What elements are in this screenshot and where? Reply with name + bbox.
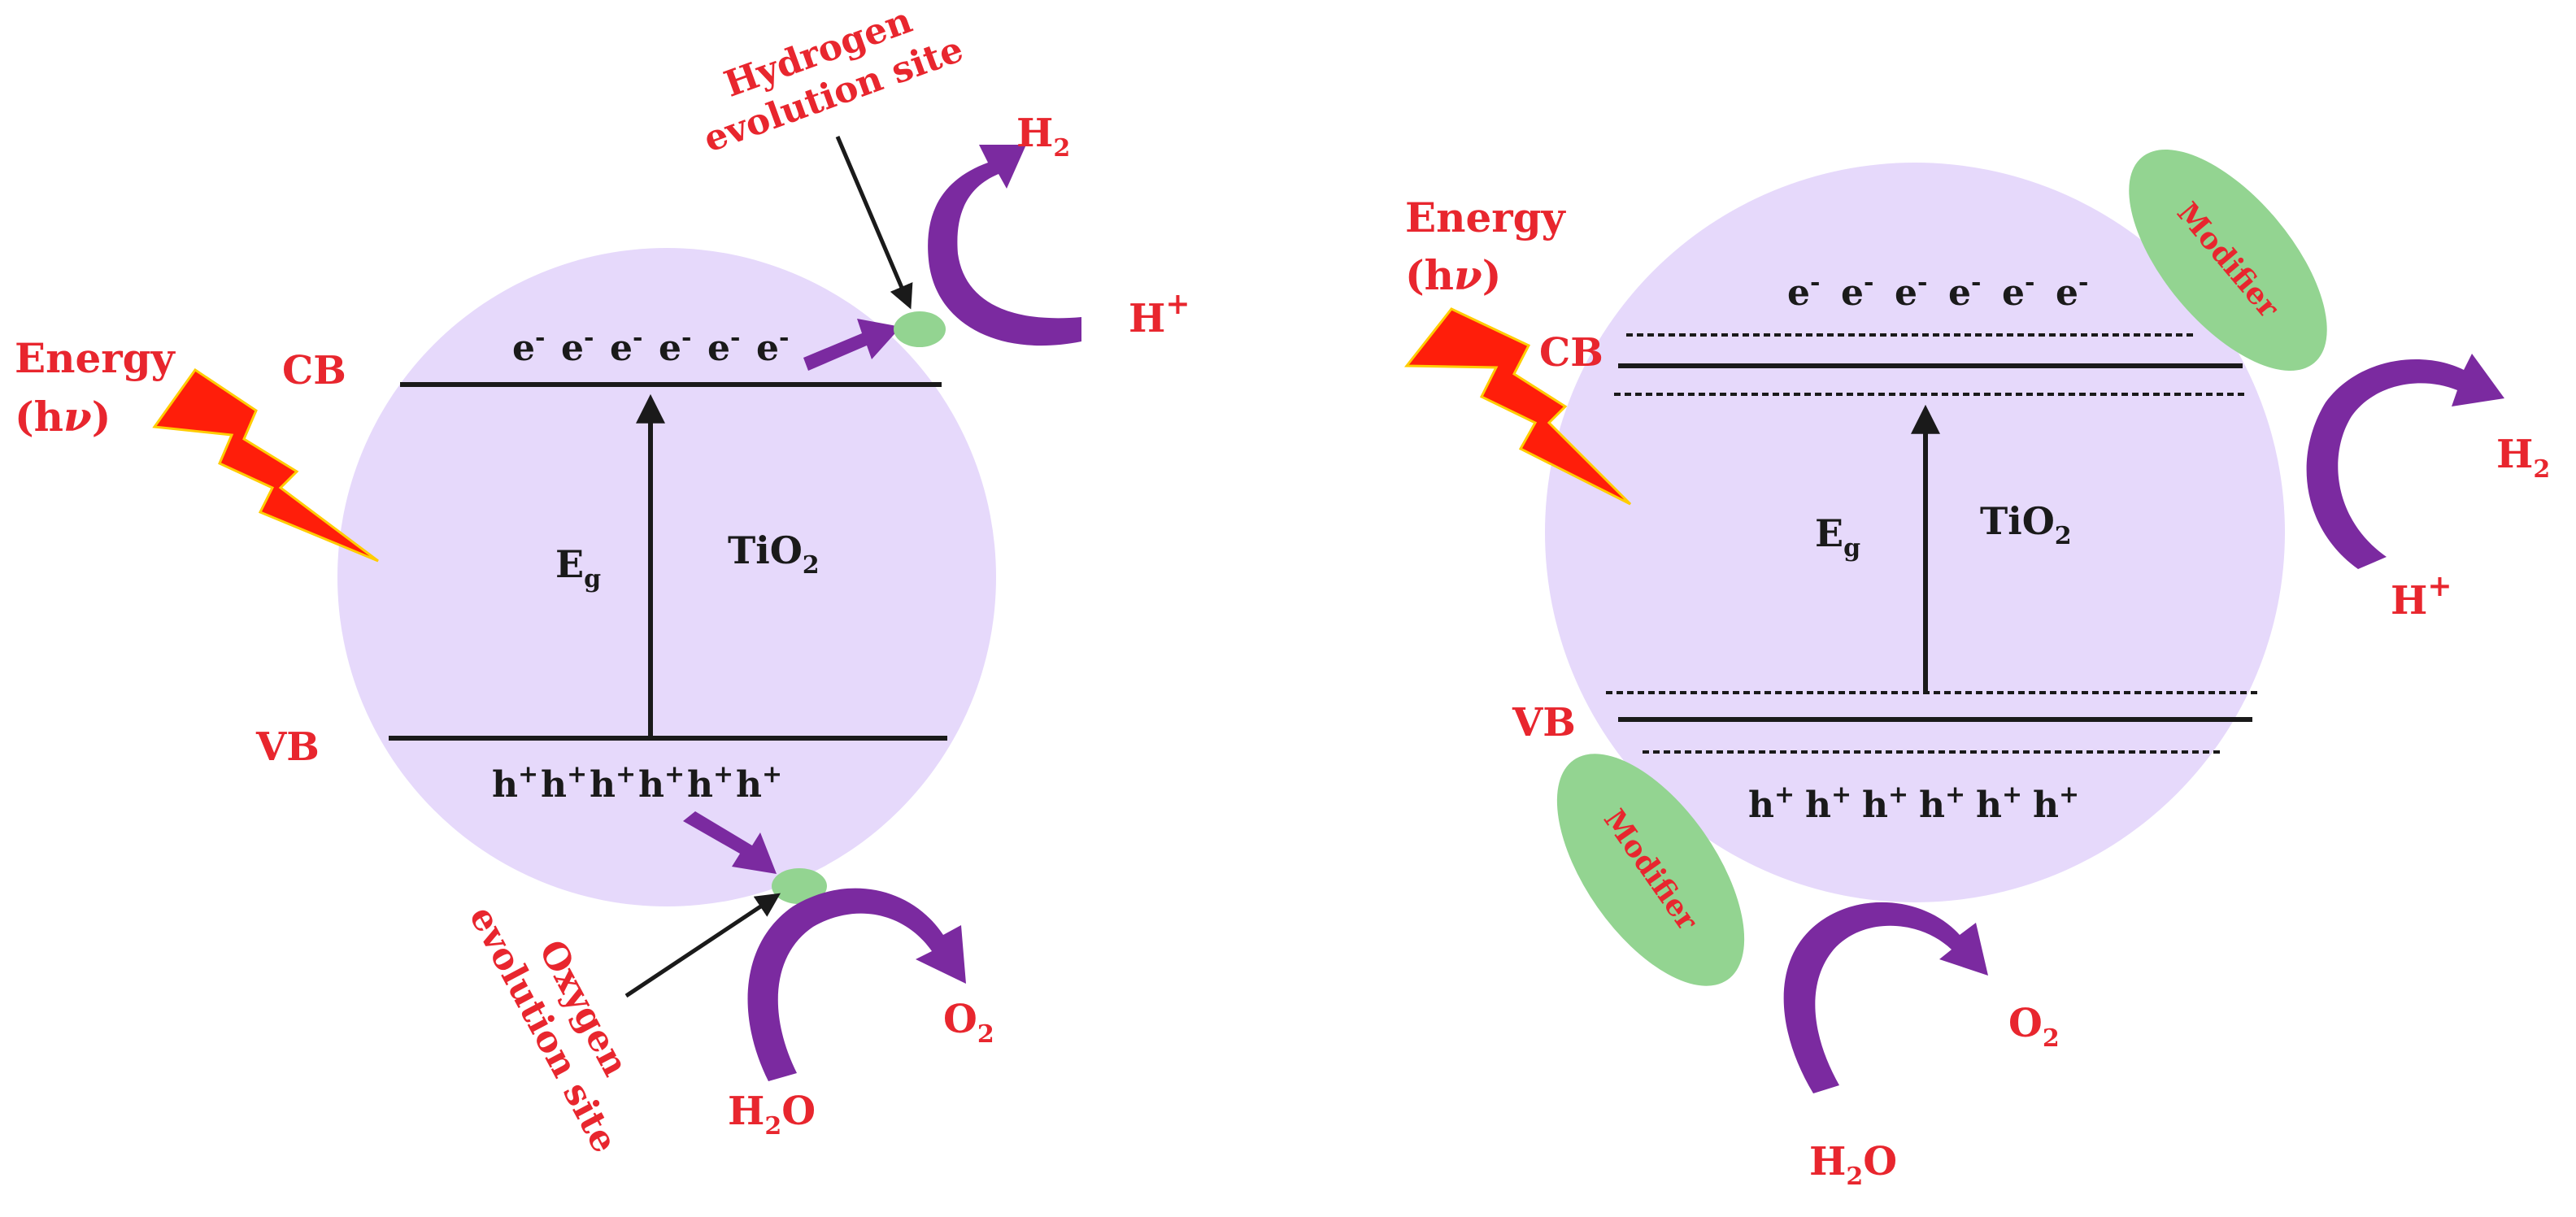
left-o2-evolution-arrow [747, 888, 966, 1081]
right-hole: h+ [1805, 780, 1852, 826]
left-electron: e- [756, 324, 789, 369]
left-hv-label: (hν) [15, 393, 111, 441]
left-panel: Energy (hν) CB VB Eg TiO2 e-e-e-e-e-e- h… [15, 0, 1190, 1159]
right-h2-label: H2 [2496, 432, 2550, 484]
left-vb-label: VB [255, 724, 320, 770]
right-electron-row: e-e-e-e-e-e- [1787, 268, 2088, 314]
right-hole: h+ [1976, 780, 2022, 826]
left-hole: h+ [492, 760, 538, 806]
right-electron: e- [1787, 268, 1820, 314]
left-energy-label: Energy [15, 334, 176, 382]
left-h2-label: H2 [1016, 111, 1070, 163]
right-vb-label: VB [1512, 700, 1576, 745]
left-hole: h+ [687, 760, 733, 806]
right-hv-label: (hν) [1405, 251, 1501, 299]
right-electron: e- [1948, 268, 1981, 314]
left-cb-label: CB [282, 348, 346, 393]
left-bandgap-label: Eg [555, 542, 601, 593]
left-oxygen-pointer [624, 893, 781, 998]
left-oxygen-site-label: Oxygen evolution site [461, 899, 637, 1159]
left-hydrogen-site [894, 311, 946, 347]
right-bandgap-label: Eg [1815, 511, 1860, 563]
right-lightning-bolt-icon [1403, 307, 1632, 506]
right-electron: e- [2002, 268, 2034, 314]
right-o2-label: O2 [2008, 1001, 2060, 1053]
left-lightning-bolt-icon [152, 367, 379, 563]
right-panel: Energy (hν) CB VB Eg TiO2 e-e-e-e-e-e- h… [1403, 150, 2550, 1191]
right-hole: h+ [1862, 780, 1908, 826]
right-energy-label: Energy [1405, 193, 1567, 241]
right-hole: h+ [1748, 780, 1795, 826]
right-material-label: TiO2 [1980, 499, 2072, 550]
right-electron: e- [1895, 268, 1927, 314]
left-h2-evolution-arrow [928, 145, 1081, 346]
left-electron: e- [659, 324, 691, 369]
left-oxygen-site [772, 868, 827, 904]
left-tio2-particle [337, 248, 996, 906]
left-electron-row: e-e-e-e-e-e- [512, 324, 789, 369]
left-electron: e- [707, 324, 740, 369]
left-electron-transfer-arrow [803, 319, 901, 371]
right-hole: h+ [1919, 780, 1965, 826]
left-electron: e- [512, 324, 545, 369]
left-hplus-label: H+ [1129, 287, 1190, 341]
left-o2-label: O2 [943, 997, 994, 1049]
right-hole-row: h+h+h+h+h+h+ [1748, 780, 2079, 826]
right-electron: e- [2056, 268, 2088, 314]
left-hydrogen-pointer [835, 136, 913, 310]
left-electron: e- [561, 324, 594, 369]
right-h2o-label: H2O [1809, 1139, 1897, 1191]
right-h2-evolution-arrow [2306, 354, 2504, 569]
right-o2-evolution-arrow [1783, 902, 1988, 1093]
left-hole-transfer-arrow [683, 811, 777, 874]
left-h2o-label: H2O [728, 1089, 816, 1141]
left-hole: h+ [590, 760, 636, 806]
right-cb-label: CB [1539, 330, 1603, 376]
left-electron: e- [610, 324, 642, 369]
right-modifier-lower: Modifier [1556, 754, 1745, 986]
left-hole: h+ [541, 760, 587, 806]
right-electron: e- [1841, 268, 1873, 314]
right-modifier-upper: Modifier [2129, 150, 2327, 371]
left-hydrogen-site-label: Hydrogen evolution site [698, 0, 968, 161]
left-hole-row: h+h+h+h+h+h+ [492, 760, 782, 806]
right-hole: h+ [2033, 780, 2079, 826]
right-hplus-label: H+ [2391, 569, 2452, 624]
left-hole: h+ [638, 760, 685, 806]
left-material-label: TiO2 [728, 528, 820, 580]
left-hole: h+ [736, 760, 782, 806]
